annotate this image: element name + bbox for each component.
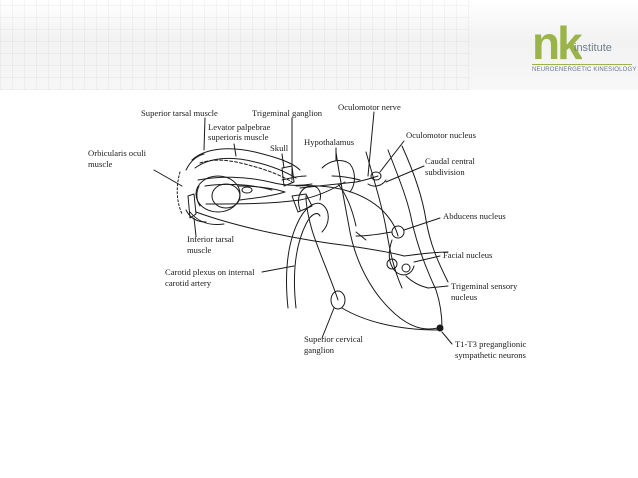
postganglionic-fiber <box>305 195 339 301</box>
leader-abducens <box>403 217 441 231</box>
label-carotid-line1: Carotid plexus on internal <box>165 267 255 277</box>
hypothalamospinal-tract <box>335 151 439 330</box>
leader-inferior-tarsal <box>193 217 197 237</box>
orbit-roof <box>197 176 313 186</box>
oculomotor-nucleus <box>370 171 382 181</box>
label-levator-line1: Levator palpebrae <box>208 122 271 132</box>
skull-bone-3 <box>187 193 197 219</box>
orbicularis-oculi <box>176 171 183 215</box>
label-oculomotor-nerve: Oculomotor nerve <box>338 102 401 112</box>
levator-muscle-band <box>191 148 301 171</box>
label-superior-cervical-line2: ganglion <box>304 345 335 355</box>
third-ventricle <box>337 183 357 227</box>
superior-cervical-ganglion <box>330 290 346 310</box>
label-orbicularis-line1: Orbicularis oculi <box>88 148 146 158</box>
logo-mark-text: nk <box>532 17 582 67</box>
orbit-roof-inner <box>204 183 273 191</box>
internal-carotid-artery <box>286 202 329 309</box>
label-inferior-tarsal-line2: muscle <box>187 245 212 255</box>
leader-t1t3 <box>441 331 453 345</box>
label-orbicularis-line2: muscle <box>88 159 113 169</box>
facial-nucleus <box>386 258 398 270</box>
leader-facial <box>413 255 441 263</box>
hypothalamus-region <box>321 160 355 193</box>
spinal-cord-outline <box>435 289 443 329</box>
label-facial-nucleus: Facial nucleus <box>443 250 493 260</box>
facial-nucleus-2 <box>401 263 411 273</box>
internal-carotid-artery-inner <box>294 213 321 309</box>
trigeminal-sensory-nucleus <box>405 275 429 289</box>
preganglionic-fiber <box>341 307 439 331</box>
nk-institute-logo: nk institute NEUROENERGETIC KINESIOLOGY <box>532 15 636 75</box>
label-t1t3-line2: sympathetic neurons <box>455 350 526 360</box>
superior-tarsal-strand <box>199 159 293 183</box>
orbital-muscle-belly <box>237 185 286 201</box>
lens <box>196 185 201 207</box>
abducens-rootlet <box>355 231 367 241</box>
leader-orbicularis <box>153 169 183 187</box>
inferior-tarsal-strand <box>189 211 225 225</box>
abducens-nerve <box>355 231 393 237</box>
leader-levator <box>233 143 237 157</box>
caudal-central-subdivision <box>367 179 387 187</box>
leader-oculomotor-nucleus <box>379 140 405 173</box>
label-trigeminal-ganglion: Trigeminal ganglion <box>252 108 323 118</box>
label-inferior-tarsal-line1: Inferior tarsal <box>187 234 235 244</box>
upper-eyelid <box>185 153 205 171</box>
label-caudal-line1: Caudal central <box>425 156 475 166</box>
header-band <box>0 0 638 90</box>
skull-bone-2 <box>291 193 313 213</box>
label-levator-line2: superioris muscle <box>208 132 269 142</box>
levator-muscle-band-inner <box>194 157 297 179</box>
facial-genu <box>388 239 415 276</box>
sympathetic-fiber-to-eye <box>195 211 405 257</box>
trigeminal-afferent <box>295 185 399 237</box>
logo-word: institute <box>574 42 612 54</box>
strand-near-skull <box>281 175 307 181</box>
label-caudal-line2: subdivision <box>425 167 465 177</box>
muscle-knot <box>241 186 253 194</box>
leader-superior-tarsal <box>203 117 206 151</box>
label-oculomotor-nucleus: Oculomotor nucleus <box>406 130 476 140</box>
header-grid-texture <box>0 0 470 90</box>
eyeball-inner <box>211 183 241 209</box>
sympathetic-fiber-upper <box>205 181 346 205</box>
label-trigeminal-sensory-line2: nucleus <box>451 292 478 302</box>
label-skull: Skull <box>270 143 289 153</box>
facial-nerve <box>403 251 449 257</box>
leader-skull <box>281 153 285 169</box>
leader-carotid <box>261 265 295 273</box>
brainstem-outer <box>401 145 449 283</box>
strand-near-hypothalamus <box>331 175 361 181</box>
leader-superior-cervical <box>321 307 335 339</box>
label-superior-tarsal-muscle: Superior tarsal muscle <box>141 108 218 118</box>
label-carotid-line2: carotid artery <box>165 278 212 288</box>
logo-rule <box>532 64 632 65</box>
label-superior-cervical-line1: Superior cervical <box>304 334 363 344</box>
nk-logo-mark: nk <box>532 17 582 67</box>
logo-subtitle: NEUROENERGETIC KINESIOLOGY <box>532 67 637 73</box>
leader-oculomotor-nerve <box>367 111 375 177</box>
label-hypothalamus: Hypothalamus <box>304 137 355 147</box>
label-t1t3-line1: T1-T3 preganglionic <box>455 339 527 349</box>
brainstem-outline-right <box>387 149 437 291</box>
leader-caudal-central <box>385 165 425 183</box>
label-abducens-nucleus: Abducens nucleus <box>443 211 506 221</box>
leader-trigeminal-sensory <box>427 285 449 289</box>
label-trigeminal-sensory-line1: Trigeminal sensory <box>451 281 518 291</box>
